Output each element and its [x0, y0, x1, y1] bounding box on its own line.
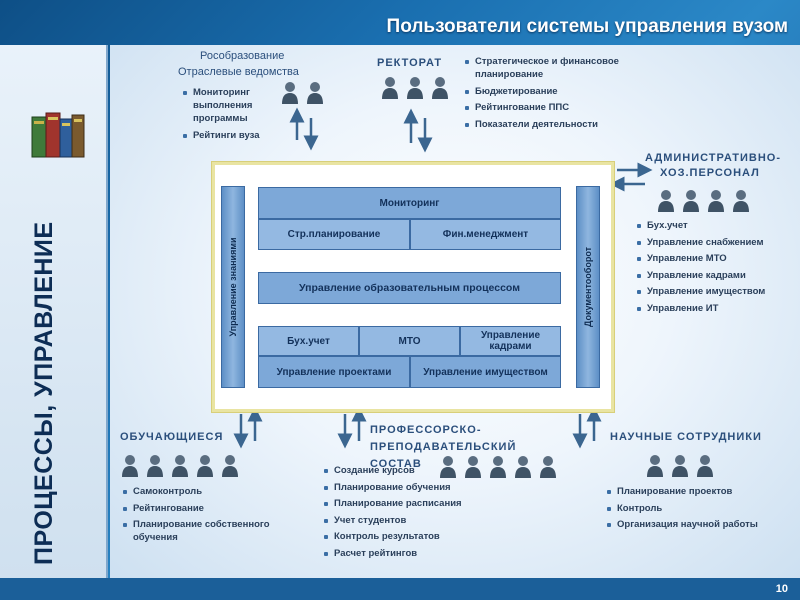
pps-title-2: ПРЕПОДАВАТЕЛЬСКИЙ	[370, 441, 517, 453]
rektorat-people	[380, 75, 450, 100]
list-item: Бюджетирование	[464, 85, 654, 98]
fin-management-box: Фин.менеджмент	[410, 219, 561, 250]
list-item: Управление ИТ	[636, 302, 796, 315]
pps-title-3: СОСТАВ	[370, 458, 422, 470]
person-icon	[733, 190, 749, 212]
buh-box: Бух.учет	[258, 326, 359, 356]
person-icon	[147, 455, 163, 477]
admin-list: Бух.учет Управление снабжением Управлени…	[636, 219, 796, 318]
list-item: Контроль результатов	[323, 530, 523, 543]
pps-title-1: ПРОФЕССОРСКО-	[370, 424, 482, 436]
list-item: Планирование собственного обучения	[122, 518, 272, 544]
person-icon	[282, 82, 298, 104]
person-icon	[440, 456, 456, 478]
list-item: Организация научной работы	[606, 518, 786, 531]
pps-list: Создание курсов Планирование обучения Пл…	[323, 464, 523, 563]
knowledge-bar: Управление знаниями	[221, 186, 245, 388]
monitoring-box: Мониторинг	[258, 187, 561, 219]
rektorat-list: Стратегическое и финансовое планирование…	[464, 55, 654, 134]
left-panel: ПРОЦЕССЫ, УПРАВЛЕНИЕ	[0, 45, 108, 585]
str-planning-box: Стр.планирование	[258, 219, 410, 250]
books-icon	[31, 112, 85, 158]
person-icon	[490, 456, 506, 478]
page-number: 10	[775, 583, 788, 595]
edu-process-box: Управление образовательным процессом	[258, 272, 561, 304]
rosobr-title-2: Отраслевые ведомства	[178, 66, 299, 78]
list-item: Рейтингование	[122, 502, 272, 515]
rosobr-title-1: Рособразование	[200, 50, 285, 62]
list-item: Стратегическое и финансовое планирование	[464, 55, 654, 81]
admin-title-2: ХОЗ.ПЕРСОНАЛ	[660, 167, 760, 179]
rosobr-list: Мониторинг выполнения программы Рейтинги…	[182, 86, 272, 145]
docflow-label: Документооборот	[583, 246, 593, 328]
list-item: Контроль	[606, 502, 786, 515]
list-item: Рейтинги вуза	[182, 129, 272, 142]
person-icon	[515, 456, 531, 478]
person-icon	[658, 190, 674, 212]
person-icon	[432, 77, 448, 99]
list-item: Расчет рейтингов	[323, 547, 523, 560]
knowledge-label: Управление знаниями	[228, 237, 238, 337]
science-title: НАУЧНЫЕ СОТРУДНИКИ	[610, 431, 762, 443]
person-icon	[647, 455, 663, 477]
rosobr-people	[280, 80, 325, 105]
list-item: Бух.учет	[636, 219, 796, 232]
person-icon	[407, 77, 423, 99]
person-icon	[697, 455, 713, 477]
list-item: Самоконтроль	[122, 485, 272, 498]
person-icon	[172, 455, 188, 477]
list-item: Управление снабжением	[636, 236, 796, 249]
projects-box: Управление проектами	[258, 356, 410, 388]
science-people	[645, 453, 715, 478]
person-icon	[307, 82, 323, 104]
person-icon	[672, 455, 688, 477]
list-item: Управление имуществом	[636, 285, 796, 298]
list-item: Планирование проектов	[606, 485, 786, 498]
list-item: Планирование обучения	[323, 481, 523, 494]
person-icon	[683, 190, 699, 212]
students-list: Самоконтроль Рейтингование Планирование …	[122, 485, 272, 548]
person-icon	[197, 455, 213, 477]
list-item: Планирование расписания	[323, 497, 523, 510]
list-item: Рейтингование ППС	[464, 101, 654, 114]
list-item: Управление кадрами	[636, 269, 796, 282]
person-icon	[540, 456, 556, 478]
kadry-box: Управление кадрами	[460, 326, 561, 356]
list-item: Создание курсов	[323, 464, 523, 477]
list-item: Учет студентов	[323, 514, 523, 527]
property-box: Управление имуществом	[410, 356, 561, 388]
students-people	[120, 453, 240, 478]
person-icon	[122, 455, 138, 477]
person-icon	[465, 456, 481, 478]
docflow-bar: Документооборот	[576, 186, 600, 388]
person-icon	[222, 455, 238, 477]
students-title: ОБУЧАЮЩИЕСЯ	[120, 431, 224, 443]
title-bar: Пользователи системы управления вузом	[330, 0, 800, 50]
list-item: Показатели деятельности	[464, 118, 654, 131]
footer-bar: 10	[0, 578, 800, 600]
slide-title: Пользователи системы управления вузом	[386, 16, 788, 37]
mto-box: МТО	[359, 326, 460, 356]
list-item: Мониторинг выполнения программы	[182, 86, 272, 125]
admin-title-1: АДМИНИСТРАТИВНО-	[645, 152, 781, 164]
rektorat-title: РЕКТОРАТ	[377, 57, 443, 69]
admin-people	[656, 188, 751, 213]
science-list: Планирование проектов Контроль Организац…	[606, 485, 786, 535]
person-icon	[382, 77, 398, 99]
person-icon	[708, 190, 724, 212]
list-item: Управление МТО	[636, 252, 796, 265]
pps-people	[438, 454, 558, 479]
